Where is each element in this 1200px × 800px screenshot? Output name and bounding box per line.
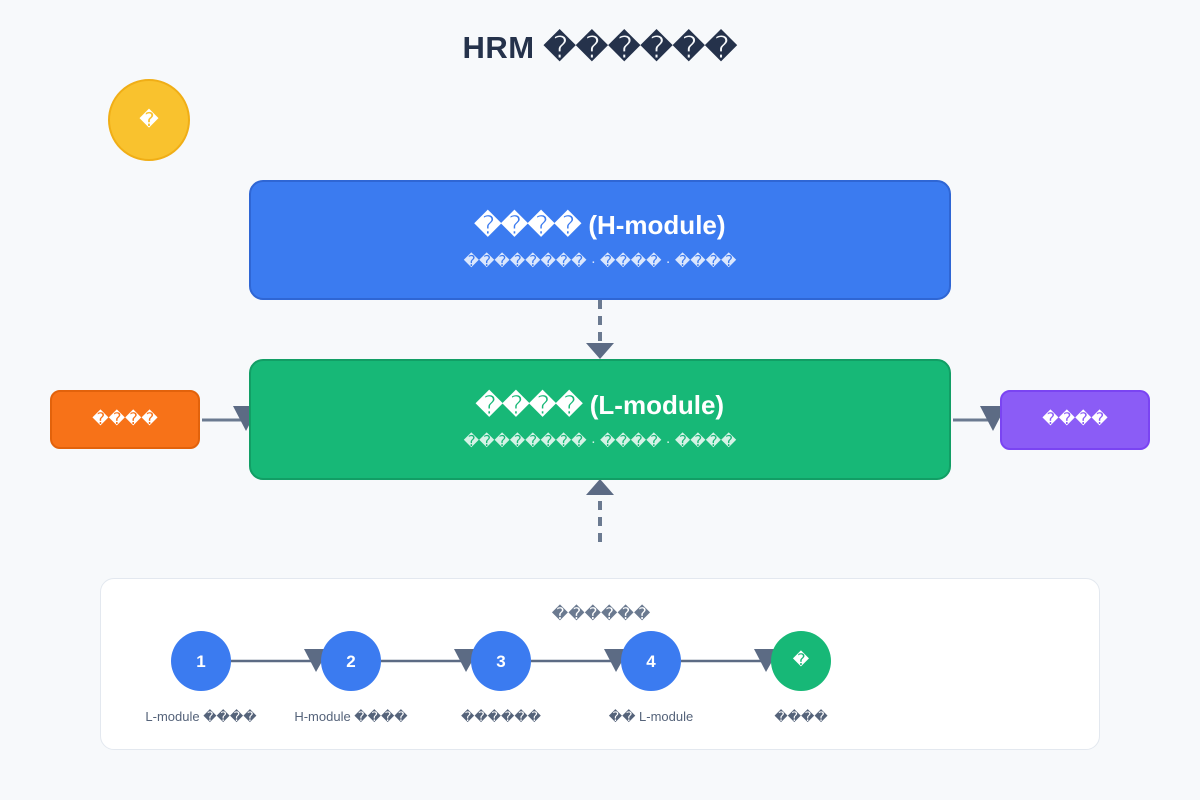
- flow-step-1-node[interactable]: 1: [171, 631, 231, 691]
- h-module-box[interactable]: ���� (H-module) �������� · ���� · ����: [249, 180, 951, 300]
- page-title: HRM ������: [462, 30, 738, 65]
- flow-step-3[interactable]: 3 ������: [421, 631, 581, 726]
- flow-panel: ������ 1 L-module ���� 2 H-mod: [100, 578, 1100, 750]
- input-box[interactable]: ����: [50, 390, 200, 449]
- flow-step-2-node[interactable]: 2: [321, 631, 381, 691]
- flow-step-2[interactable]: 2 H-module ����: [271, 631, 431, 726]
- flow-panel-title: ������: [551, 606, 651, 623]
- flow-step-1-number: 1: [196, 651, 206, 671]
- hmodule-to-lmodule-arrowhead: [586, 343, 614, 359]
- flow-step-5-node[interactable]: �: [771, 631, 831, 691]
- flow-step-5-glyph: �: [792, 652, 810, 669]
- flow-step-1-label: L-module ����: [145, 709, 257, 724]
- badge-glyph: �: [139, 109, 159, 131]
- l-module-subtitle: �������� · ���� · ����: [463, 432, 737, 450]
- output-box[interactable]: ����: [1000, 390, 1150, 450]
- flow-step-3-label: ������: [461, 709, 541, 724]
- l-module-title: ���� (L-module): [475, 389, 725, 420]
- flow-step-4-label: �� L-module: [608, 709, 694, 724]
- flow-steps: 1 L-module ���� 2 H-module ���� 3 ������…: [101, 631, 1101, 741]
- flow-step-5[interactable]: � ����: [721, 631, 881, 726]
- flow-step-2-label: H-module ����: [294, 709, 408, 724]
- h-module-subtitle: �������� · ���� · ����: [463, 253, 737, 270]
- lmodule-feedback-arrowhead: [586, 479, 614, 495]
- flow-step-4-number: 4: [646, 651, 656, 671]
- flow-step-2-number: 2: [346, 651, 356, 671]
- flow-step-3-number: 3: [496, 651, 506, 671]
- brain-badge-icon: �: [108, 79, 190, 161]
- flow-step-3-node[interactable]: 3: [471, 631, 531, 691]
- flow-step-1[interactable]: 1 L-module ����: [121, 631, 281, 726]
- flow-step-4-node[interactable]: 4: [621, 631, 681, 691]
- flow-step-5-label: ����: [774, 709, 828, 724]
- h-module-title: ���� (H-module): [474, 210, 726, 240]
- l-module-box[interactable]: ���� (L-module) �������� · ���� · ����: [249, 359, 951, 480]
- flow-step-4[interactable]: 4 �� L-module: [571, 631, 731, 726]
